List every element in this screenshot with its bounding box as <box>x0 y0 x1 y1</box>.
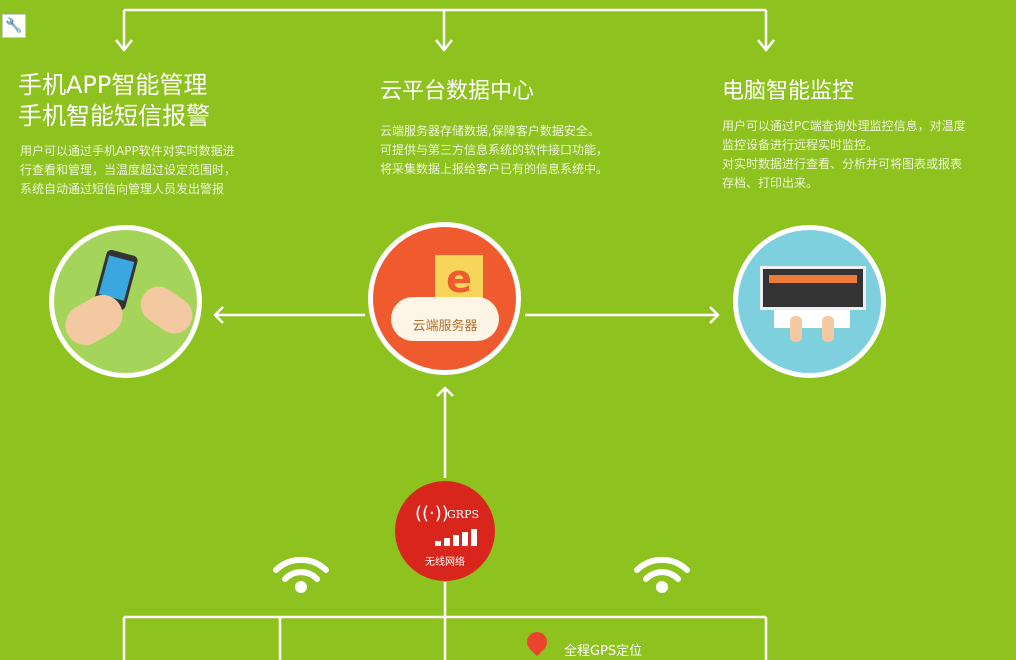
left-title-2: 手机智能短信报警 <box>18 102 210 130</box>
cloud-icon <box>391 297 499 341</box>
phone-app-illustration <box>49 225 202 378</box>
right-desc: 用户可以通过PC端查询处理监控信息，对温度 <box>722 119 966 133</box>
cloud-server-illustration: e 云端服务器 <box>368 222 521 375</box>
center-title: 云平台数据中心 <box>380 79 535 104</box>
wifi-icon <box>273 556 690 593</box>
signal-bars-icon <box>435 529 477 546</box>
center-desc: 将采集数据上报给客户已有的信息系统中。 <box>380 162 609 176</box>
left-desc: 行查看和管理，当温度超过设定范围时， <box>20 163 237 177</box>
gps-label: 全程GPS定位 <box>564 644 643 659</box>
pc-monitor-illustration <box>733 225 886 378</box>
left-desc: 系统自动通过短信向管理人员发出警报 <box>20 182 225 196</box>
grps-label: GRPS <box>447 508 480 521</box>
left-title-1: 手机APP智能管理 <box>18 71 208 99</box>
right-title: 电脑智能监控 <box>722 79 855 104</box>
right-desc: 存档、打印出来。 <box>722 176 819 190</box>
antenna-icon: ((·)) <box>415 503 449 524</box>
ie-icon: e <box>435 255 483 305</box>
left-desc: 用户可以通过手机APP软件对实时数据进 <box>20 144 235 158</box>
monitor-icon <box>760 266 866 310</box>
right-desc: 对实时数据进行查看、分析并可将图表或报表 <box>722 157 963 171</box>
center-desc: 云端服务器存储数据,保障客户数据安全。 <box>380 124 600 138</box>
server-label: 云端服务器 <box>412 319 478 334</box>
grps-sub: 无线网络 <box>425 557 465 568</box>
keyboard-icon <box>774 310 850 328</box>
right-desc: 监控设备进行远程实时监控。 <box>722 138 879 152</box>
grps-badge: ((·)) GRPS 无线网络 <box>395 481 495 581</box>
center-desc: 可提供与第三方信息系统的软件接口功能， <box>380 143 609 157</box>
wrench-icon[interactable]: 🔧 <box>2 14 26 38</box>
